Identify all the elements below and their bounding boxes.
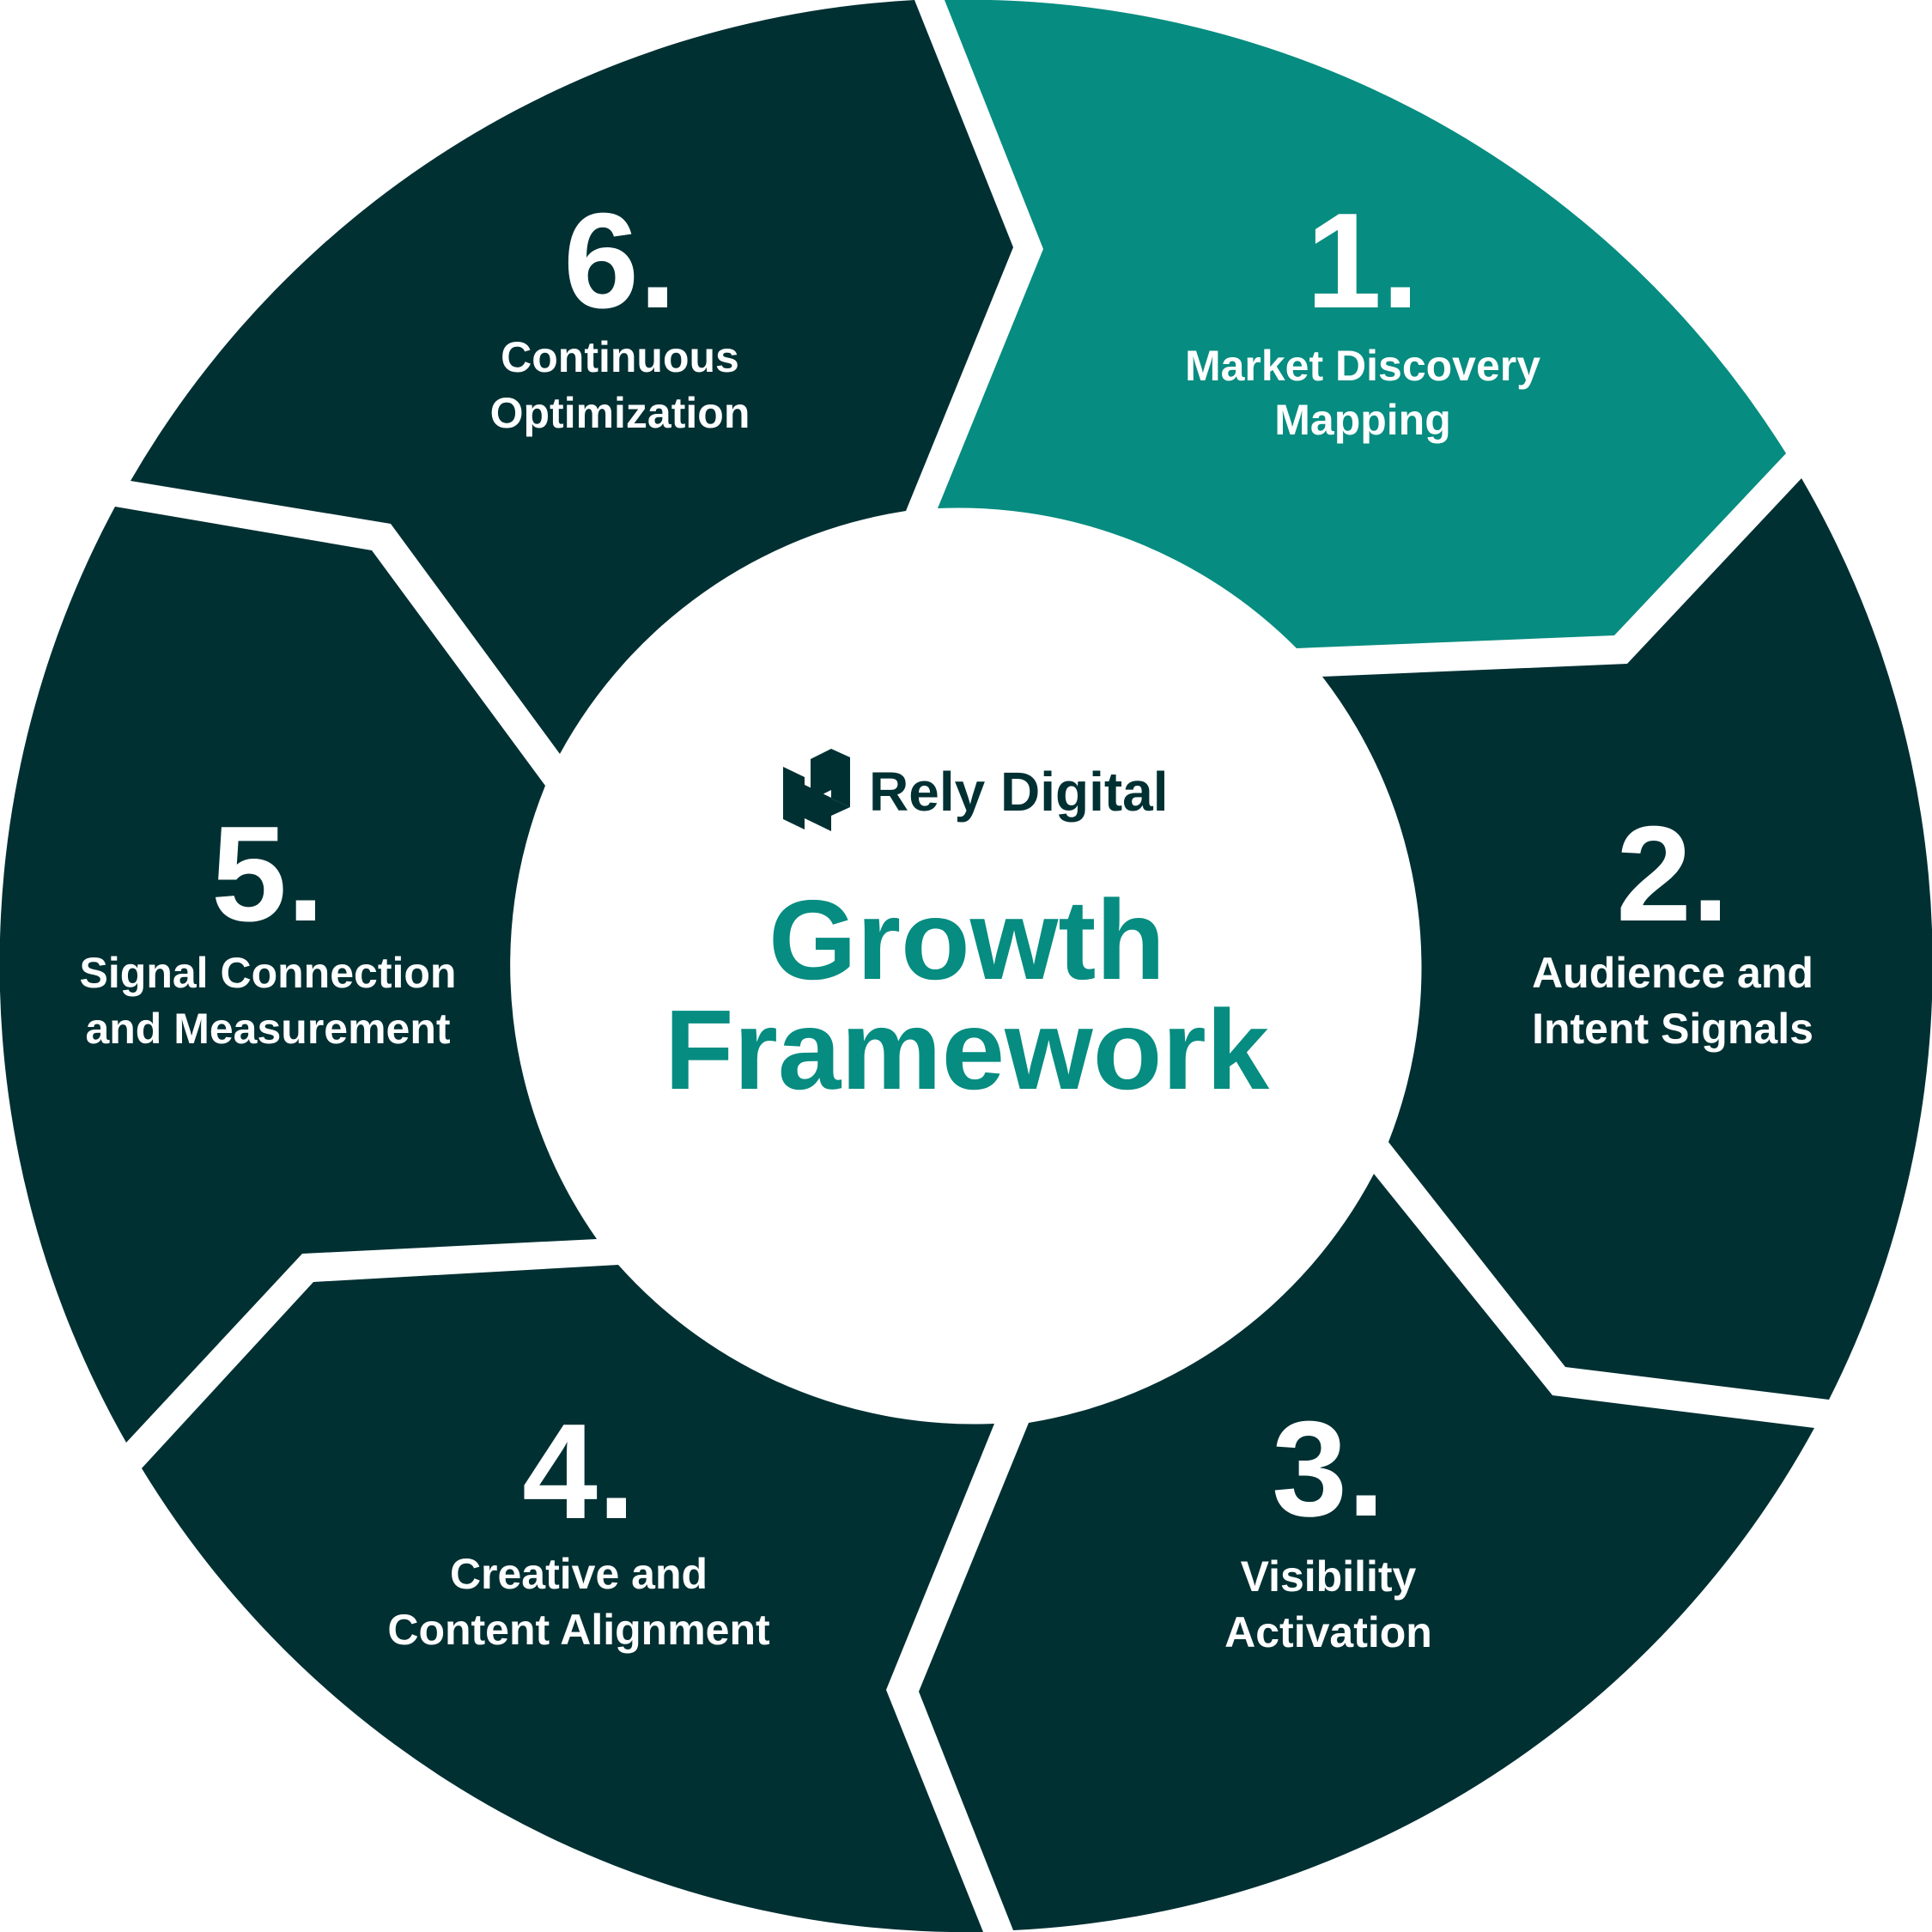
segment-6-shape xyxy=(131,0,1013,754)
step-2-label-line1: Audience and xyxy=(1532,949,1814,997)
step-1-number: 1. xyxy=(1306,185,1419,337)
step-3-label-line2: Activation xyxy=(1224,1608,1432,1656)
step-3-label-line1: Visibility xyxy=(1241,1552,1417,1601)
step-6-label-line2: Optimization xyxy=(490,389,750,437)
step-3: 3. Visibility Activation xyxy=(1224,1394,1432,1656)
step-6-label-line1: Continuous xyxy=(501,333,739,381)
step-2-number: 2. xyxy=(1616,799,1729,950)
segment-2-shape xyxy=(1322,478,1932,1400)
step-2-label-line2: Intent Signals xyxy=(1532,1005,1814,1053)
step-5: 5. Signal Connection and Measurement xyxy=(80,799,457,1053)
step-6: 6. Continuous Optimization xyxy=(490,185,750,437)
center-title-line2: Framework xyxy=(665,987,1270,1113)
segment-3-shape xyxy=(919,1174,1814,1930)
step-2: 2. Audience and Intent Signals xyxy=(1532,799,1814,1053)
step-1-label-line2: Mapping xyxy=(1274,396,1451,444)
step-4-number: 4. xyxy=(522,1396,635,1547)
step-5-label-line1: Signal Connection xyxy=(80,949,457,997)
step-1-label-line1: Market Discovery xyxy=(1185,342,1540,390)
step-5-label-line2: and Measurement xyxy=(85,1005,450,1053)
segment-4-shape xyxy=(142,1265,994,1932)
brand-logo: Rely Digital xyxy=(783,749,1169,831)
center-title-line1: Growth xyxy=(769,877,1165,1003)
segment-5-shape xyxy=(0,507,597,1443)
step-5-number: 5. xyxy=(211,799,325,950)
segment-1-shape xyxy=(938,0,1786,648)
rely-digital-logo-icon xyxy=(783,749,850,831)
step-3-number: 3. xyxy=(1272,1394,1385,1545)
step-4-label-line1: Creative and xyxy=(450,1550,708,1598)
brand-name: Rely Digital xyxy=(869,761,1169,823)
step-6-number: 6. xyxy=(563,185,677,337)
step-4-label-line2: Content Alignment xyxy=(387,1606,770,1654)
step-1: 1. Market Discovery Mapping xyxy=(1185,185,1540,444)
step-4: 4. Creative and Content Alignment xyxy=(387,1396,770,1654)
